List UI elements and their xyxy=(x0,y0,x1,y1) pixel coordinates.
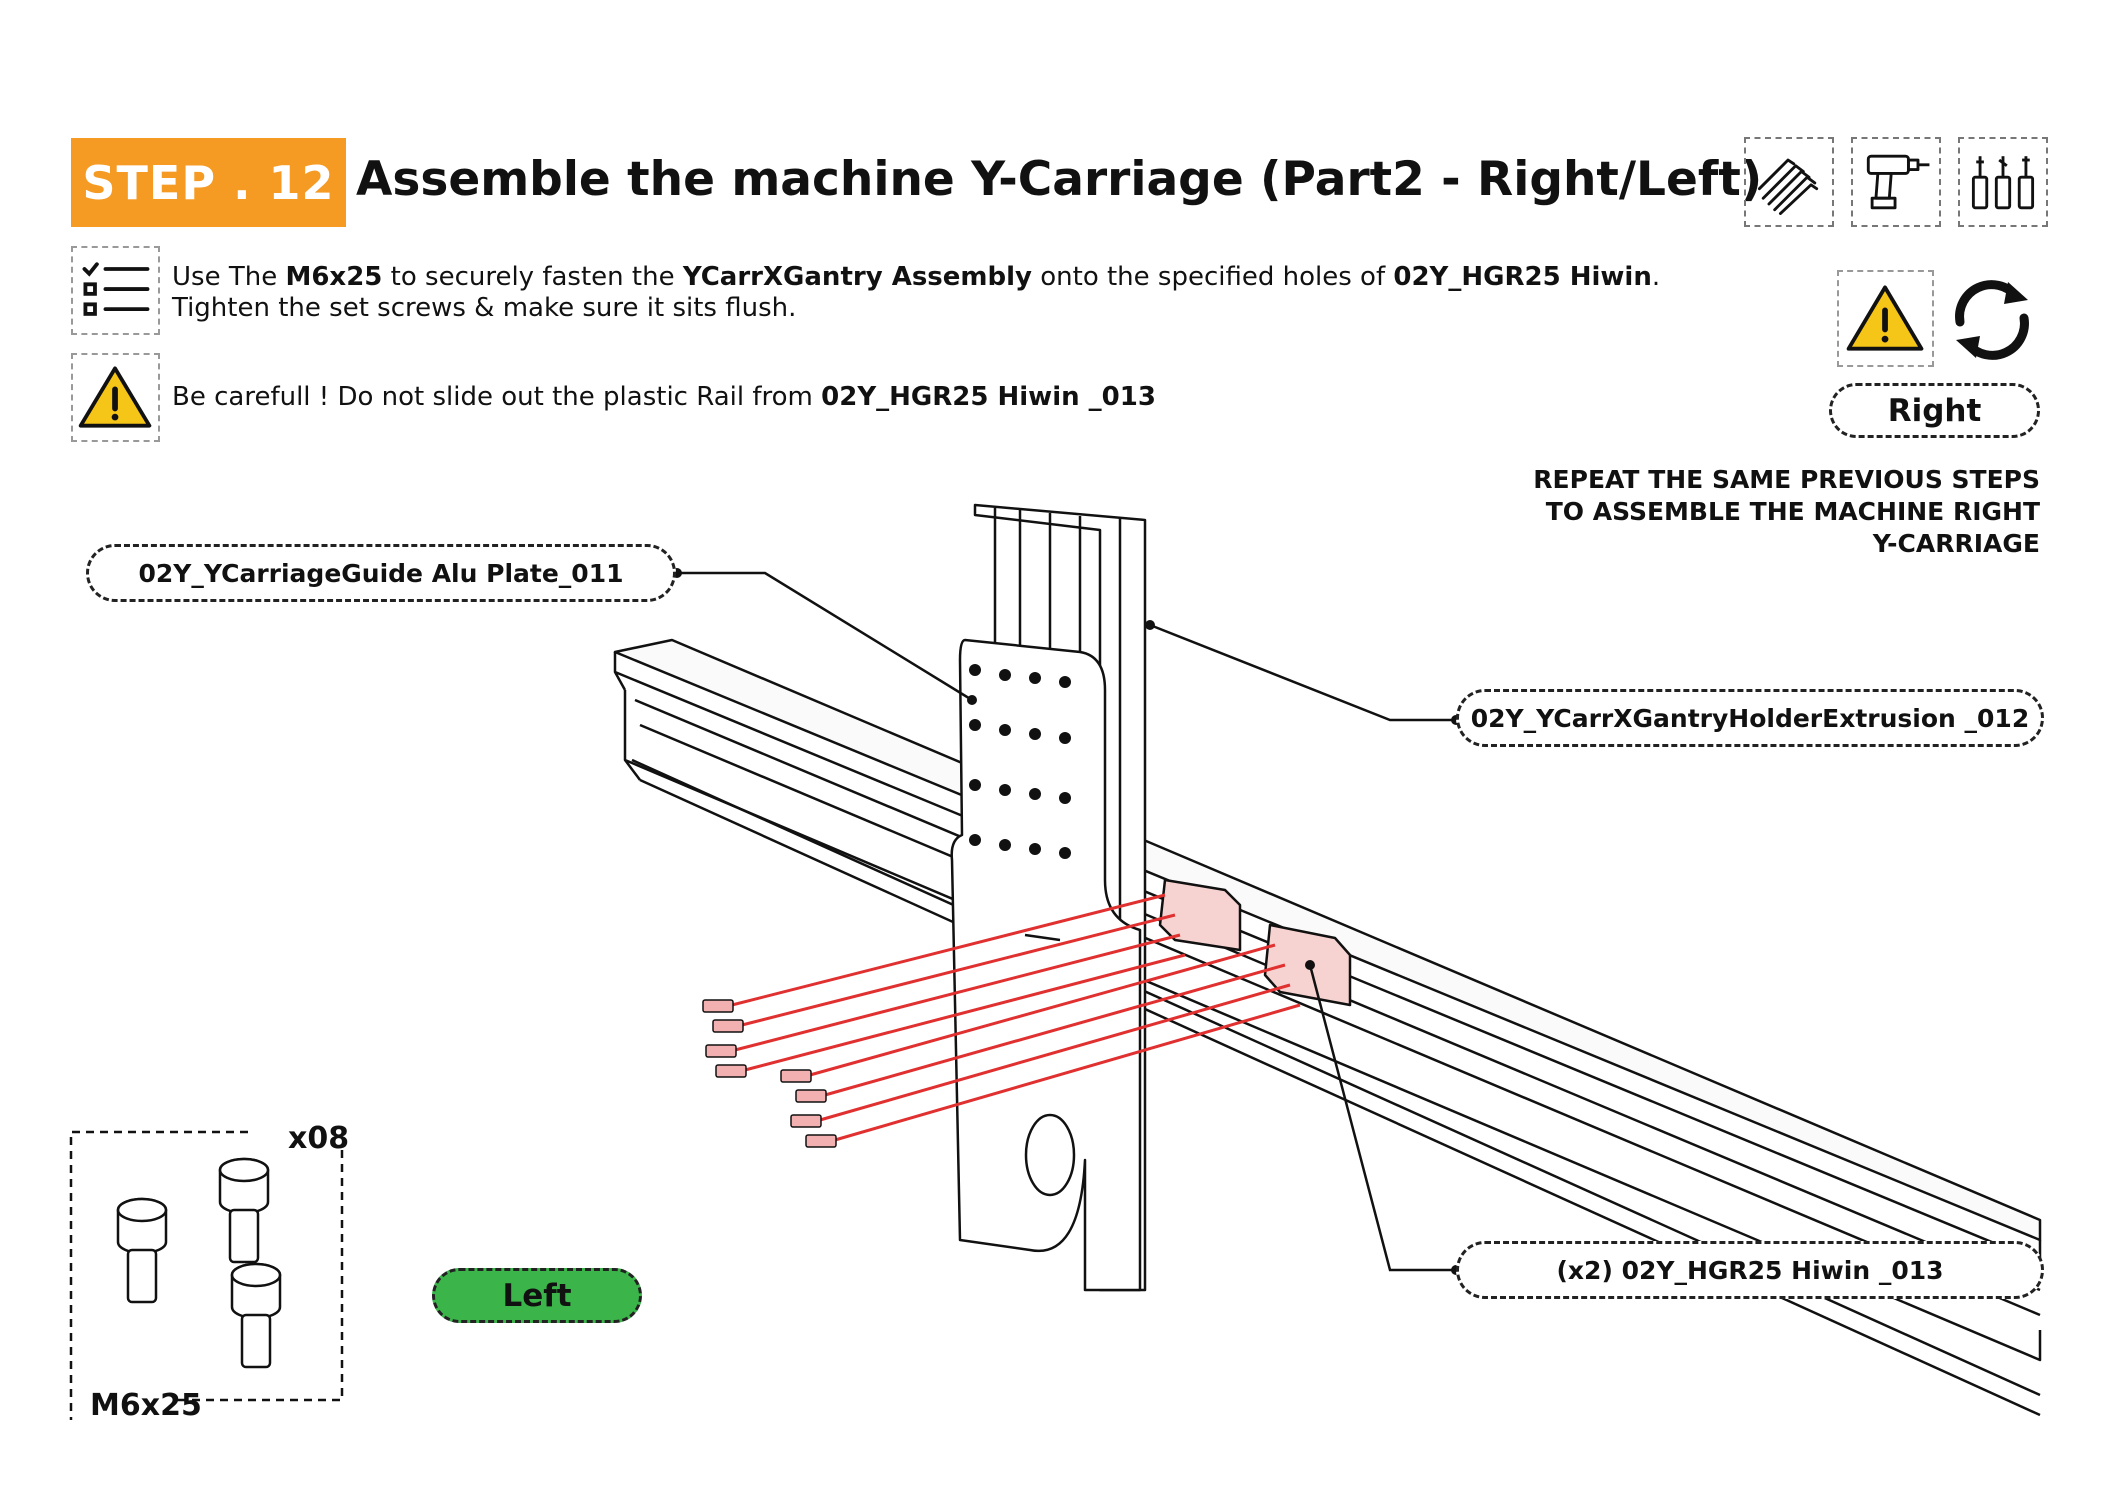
hex-key-set-icon xyxy=(1744,137,1834,227)
hardware-quantity: x08 xyxy=(288,1121,350,1156)
callout-plate: 02Y_YCarriageGuide Alu Plate_011 xyxy=(86,544,676,602)
power-drill-icon xyxy=(1851,137,1941,227)
page-title: Assemble the machine Y-Carriage (Part2 -… xyxy=(356,152,1763,207)
step-badge: STEP . 12 xyxy=(71,138,346,227)
right-side-label: Right xyxy=(1829,383,2040,438)
callout-extrusion: 02Y_YCarrXGantryHolderExtrusion _012 xyxy=(1456,689,2044,747)
warning-icon xyxy=(1837,270,1934,367)
instruction-line-2: Tighten the set screws & make sure it si… xyxy=(172,293,797,323)
rotate-icon xyxy=(1955,280,2029,360)
warning-icon xyxy=(71,353,160,442)
repeat-steps-note: REPEAT THE SAME PREVIOUS STEPS TO ASSEMB… xyxy=(1533,465,2040,558)
callout-hiwin: (x2) 02Y_HGR25 Hiwin _013 xyxy=(1456,1241,2044,1299)
instruction-text: Use The M6x25 to securely fasten the YCa… xyxy=(172,262,1660,324)
checklist-icon xyxy=(71,246,160,335)
warning-text: Be carefull ! Do not slide out the plast… xyxy=(172,382,1156,412)
hardware-name: M6x25 xyxy=(90,1388,202,1423)
screwdriver-bits-icon xyxy=(1958,137,2048,227)
instruction-line-1: Use The M6x25 to securely fasten the YCa… xyxy=(172,262,1661,292)
left-side-label: Left xyxy=(432,1268,642,1323)
